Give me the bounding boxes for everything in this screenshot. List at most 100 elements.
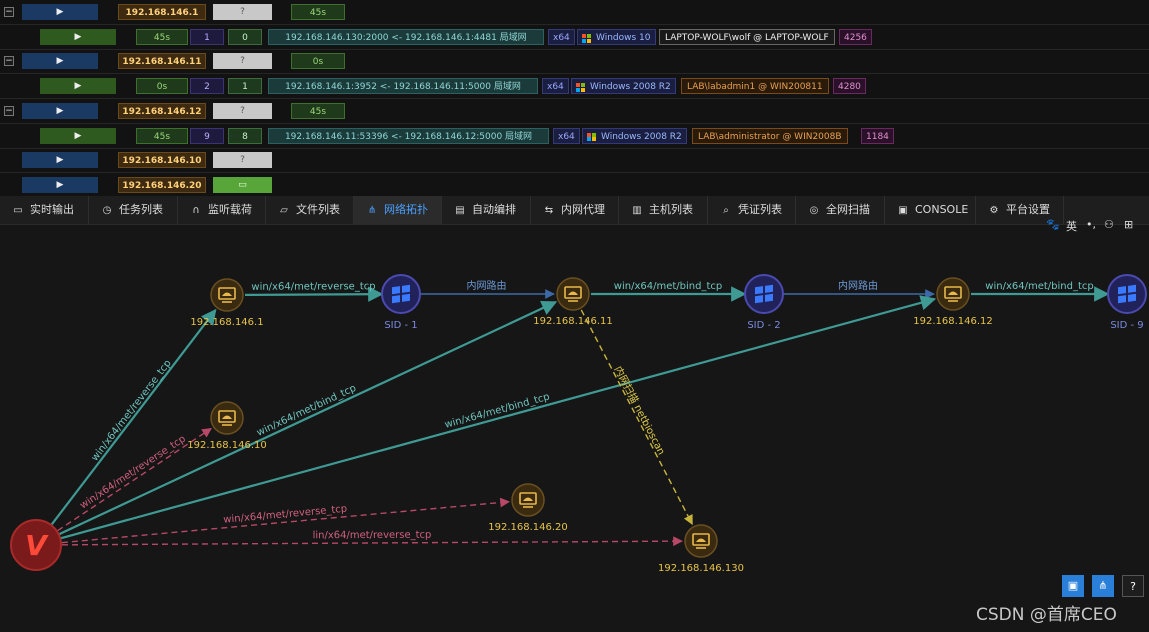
edge-label: 内网扫描 netbioscan — [612, 364, 669, 457]
host-node[interactable]: 192.168.146.11 — [533, 277, 613, 327]
monitor-icon: ▭ — [238, 179, 247, 190]
tab-0[interactable]: ▭实时输出 — [0, 196, 89, 224]
tab-4[interactable]: ⋔网络拓扑 — [354, 196, 442, 224]
expand-host-button[interactable]: ▶ — [22, 4, 98, 20]
ime-language-toggle[interactable]: 英 — [1066, 220, 1077, 233]
attacker-root-node[interactable]: V — [10, 519, 62, 571]
monitor-icon-glyph — [696, 538, 706, 542]
host-ip: 192.168.146.20 — [118, 176, 206, 193]
user-icon[interactable]: ⚇ — [1104, 218, 1114, 231]
tab-label: 主机列表 — [649, 203, 693, 216]
heartbeat-badge: 45s — [291, 4, 345, 20]
collapse-toggle[interactable]: − — [4, 56, 14, 67]
host-node[interactable]: 192.168.146.130 — [658, 524, 744, 574]
win-pane — [402, 284, 410, 293]
parent-session-id: 0 — [228, 28, 262, 45]
host-status-badge: ? — [213, 53, 272, 70]
tab-8[interactable]: ⌕凭证列表 — [708, 196, 796, 224]
open-session-button[interactable]: ▶ — [40, 28, 116, 45]
tab-icon: ▥ — [632, 205, 642, 216]
tab-7[interactable]: ▥ 主机列表 — [619, 196, 708, 224]
host-node[interactable]: 192.168.146.1 — [190, 278, 264, 328]
connection-route: 192.168.146.1:3952 <- 192.168.146.11:500… — [268, 78, 538, 95]
os-badge: Windows 2008 R2 — [571, 78, 676, 95]
session-node-label: SID - 1 — [384, 320, 417, 331]
tab-11[interactable]: ⚙平台设置 — [976, 196, 1064, 224]
session-user: LAB\administrator @ WIN2008B — [692, 127, 848, 144]
session-node[interactable]: SID - 2 — [744, 274, 784, 331]
tab-1[interactable]: ◷任务列表 — [89, 196, 178, 224]
grid-icon[interactable]: ⊞ — [1124, 218, 1134, 231]
arch-badge: x64 — [548, 28, 575, 45]
expand-host-button[interactable]: ▶ — [22, 102, 98, 119]
process-id: 4256 — [839, 28, 872, 45]
host-node[interactable]: 192.168.146.10 — [187, 401, 267, 451]
tab-6[interactable]: ⇆ 内网代理 — [531, 196, 619, 224]
host-node-label: 192.168.146.10 — [187, 440, 267, 451]
tab-label: 凭证列表 — [738, 203, 782, 216]
session-node-circle — [1107, 274, 1147, 314]
root-v-logo: V — [25, 529, 49, 562]
process-id: 4280 — [833, 78, 866, 95]
session-heartbeat: 45s — [136, 28, 188, 45]
expand-host-button[interactable]: ▶ — [22, 53, 98, 70]
network-topology-canvas[interactable]: win/x64/met/reverse_tcpwin/x64/met/rever… — [0, 225, 1149, 632]
ime-toolbar: 🐾 英 •, ⚇ ⊞ — [1044, 218, 1144, 236]
monitor-icon — [944, 286, 962, 299]
tab-10[interactable]: ▣CONSOLE — [885, 196, 976, 224]
expand-host-button[interactable]: ▶ — [22, 176, 98, 193]
topology-view-button[interactable]: ⋔ — [1092, 575, 1114, 597]
host-node[interactable]: 192.168.146.20 — [488, 483, 568, 533]
host-node-label: 192.168.146.20 — [488, 522, 568, 533]
edge-label: win/x64/met/bind_tcp — [614, 281, 722, 292]
edge-h1-s1 — [244, 286, 384, 302]
session-node[interactable]: SID - 1 — [381, 274, 421, 331]
host-status-badge: ? — [213, 152, 272, 169]
tab-9[interactable]: ◎全网扫描 — [796, 196, 885, 224]
edge-label: win/x64/met/bind_tcp — [985, 281, 1093, 292]
edge-root-h12 — [60, 295, 937, 540]
collapse-toggle[interactable]: − — [4, 105, 14, 116]
os-badge: Windows 10 — [577, 28, 656, 45]
tab-2[interactable]: ∩监听载荷 — [178, 196, 266, 224]
edge-root-h130 — [61, 536, 683, 547]
host-ip: 192.168.146.1 — [118, 4, 206, 20]
win-pane — [765, 284, 773, 293]
session-node-circle — [381, 274, 421, 314]
host-row: −▶192.168.146.1?45s — [0, 0, 1149, 25]
collapse-toggle[interactable]: − — [4, 7, 14, 17]
win-pane — [392, 286, 400, 295]
tab-icon: ▭ — [13, 205, 23, 216]
host-row: ▶192.168.146.10? — [0, 148, 1149, 174]
tab-5[interactable]: ▤自动编排 — [442, 196, 531, 224]
parent-session-id: 1 — [228, 78, 262, 95]
arch-badge: x64 — [542, 78, 569, 95]
tab-icon: ∩ — [192, 205, 200, 216]
host-node[interactable]: 192.168.146.12 — [913, 277, 993, 327]
punctuation-icon[interactable]: •, — [1086, 218, 1096, 231]
tab-bar: ▭实时输出◷任务列表∩监听载荷▱文件列表⋔网络拓扑▤自动编排 ⇆ 内网代理 ▥ 主机列表… — [0, 196, 1149, 225]
os-label: Windows 2008 R2 — [590, 82, 671, 93]
tab-3[interactable]: ▱文件列表 — [266, 196, 354, 224]
tab-icon: ⚙ — [989, 205, 999, 216]
help-button[interactable]: ? — [1122, 575, 1144, 597]
open-session-button[interactable]: ▶ — [40, 78, 116, 95]
monitor-icon-glyph — [222, 292, 232, 296]
expand-host-button[interactable]: ▶ — [22, 152, 98, 169]
tab-label: CONSOLE — [915, 203, 969, 216]
session-node[interactable]: SID - 9 — [1107, 274, 1147, 331]
host-node-label: 192.168.146.11 — [533, 316, 613, 327]
windows-icon — [587, 132, 596, 142]
tab-label: 内网代理 — [561, 203, 605, 216]
host-row: −▶192.168.146.12?45s — [0, 99, 1149, 124]
open-session-button[interactable]: ▶ — [40, 127, 116, 144]
monitor-icon — [218, 410, 236, 423]
host-ip: 192.168.146.12 — [118, 102, 206, 119]
tab-icon: ⇆ — [544, 205, 554, 216]
edge-label: 内网路由 — [467, 279, 507, 292]
paw-icon[interactable]: 🐾 — [1046, 218, 1060, 231]
parent-session-id: 8 — [228, 127, 262, 144]
monitor-icon-glyph — [948, 291, 958, 295]
terminal-view-button[interactable]: ▣ — [1062, 575, 1084, 597]
